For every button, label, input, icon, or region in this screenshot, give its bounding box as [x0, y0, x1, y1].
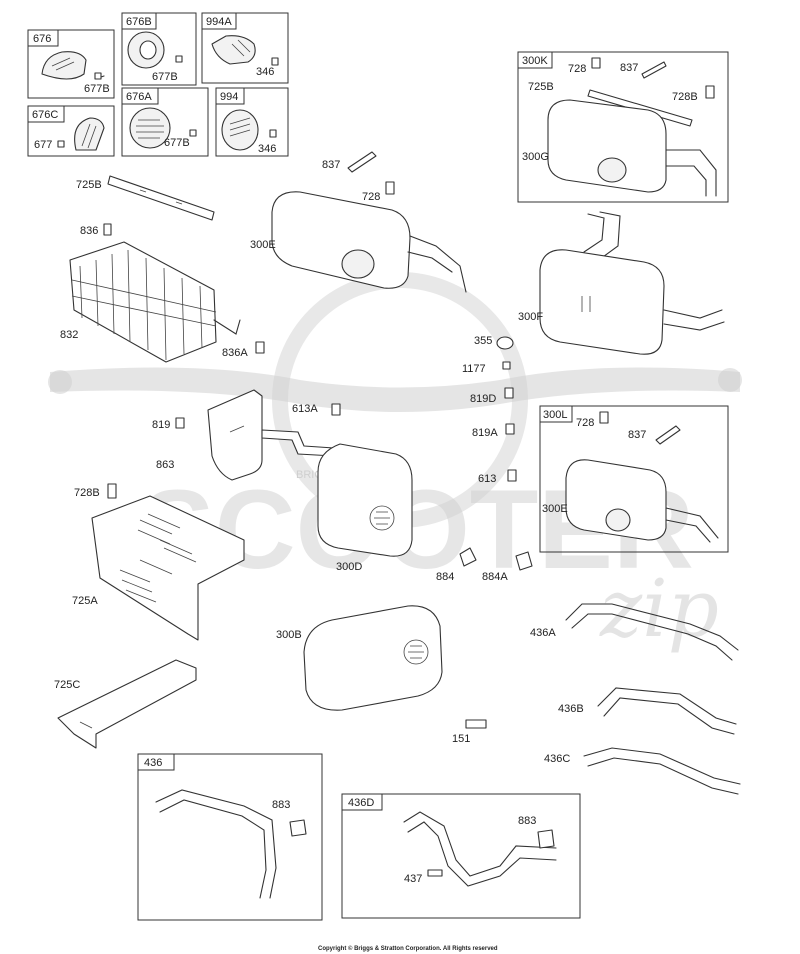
part-725C: 725C	[54, 659, 197, 749]
box-676C: 676C 677	[27, 105, 115, 157]
box-994A: 994A 346	[201, 12, 289, 84]
watermark-script: zip	[599, 562, 719, 655]
label-725B: 725B	[76, 179, 102, 191]
box-label-676A: 676A	[126, 91, 152, 103]
box-676B: 676B 677B	[121, 12, 197, 86]
box-676A: 676A 677B	[121, 87, 209, 157]
box-436: 436 883	[137, 753, 323, 921]
label-300F: 300F	[518, 311, 543, 323]
label-436C: 436C	[544, 753, 570, 765]
hardware-column: 355 1177 819D 819A 613A 613	[292, 335, 517, 485]
box-994: 994 346	[215, 87, 289, 157]
label-437: 437	[404, 873, 422, 885]
label-151: 151	[452, 733, 470, 745]
label-819A: 819A	[472, 427, 498, 439]
label-613A: 613A	[292, 403, 318, 415]
label-728B: 728B	[74, 487, 100, 499]
box-label-300K: 300K	[522, 55, 548, 67]
label-725A: 725A	[72, 595, 98, 607]
label-346-1: 346	[256, 66, 274, 78]
label-728-l: 728	[576, 417, 594, 429]
box-label-994A: 994A	[206, 16, 232, 28]
label-837-a: 837	[322, 159, 340, 171]
copyright-text: Copyright © Briggs & Stratton Corporatio…	[318, 945, 498, 952]
label-300B: 300B	[276, 629, 302, 641]
label-725B-k: 725B	[528, 81, 554, 93]
label-837-l: 837	[628, 429, 646, 441]
part-725B: 725B	[76, 175, 215, 221]
part-436B: 436B	[558, 687, 737, 735]
label-436A: 436A	[530, 627, 556, 639]
label-819D: 819D	[470, 393, 496, 405]
label-884A: 884A	[482, 571, 508, 583]
box-300K: 300K 728 837 725B 728B 300G	[517, 51, 729, 203]
label-300G: 300G	[522, 151, 549, 163]
box-label-300L: 300L	[543, 409, 567, 421]
label-883-a: 883	[272, 799, 290, 811]
label-884: 884	[436, 571, 454, 583]
label-725C: 725C	[54, 679, 80, 691]
label-300E: 300E	[250, 239, 276, 251]
part-300F: 300F	[518, 211, 725, 355]
part-300B: 300B	[276, 605, 443, 711]
label-728-a: 728	[362, 191, 380, 203]
label-346-2: 346	[258, 143, 276, 155]
label-613: 613	[478, 473, 496, 485]
label-677B-2: 677B	[152, 71, 178, 83]
label-677: 677	[34, 139, 52, 151]
box-300L: 300L 728 837 300E	[539, 405, 729, 553]
box-label-436: 436	[144, 757, 162, 769]
label-832: 832	[60, 329, 78, 341]
label-863: 863	[156, 459, 174, 471]
label-300D: 300D	[336, 561, 362, 573]
part-725A: 728B 725A	[72, 483, 245, 641]
part-300D: 300D 884 884A	[317, 443, 533, 583]
label-300E-l: 300E	[542, 503, 568, 515]
part-436C: 436C	[544, 747, 741, 795]
box-label-676B: 676B	[126, 16, 152, 28]
label-883-b: 883	[518, 815, 536, 827]
part-832: 836 832 836A	[60, 223, 265, 363]
label-819: 819	[152, 419, 170, 431]
label-677B-3: 677B	[164, 137, 190, 149]
part-436A: 436A	[530, 603, 739, 661]
box-436D: 436D 883 437	[341, 793, 581, 919]
label-355: 355	[474, 335, 492, 347]
box-label-676C: 676C	[32, 109, 58, 121]
label-837-k: 837	[620, 62, 638, 74]
label-728B-k: 728B	[672, 91, 698, 103]
box-label-994: 994	[220, 91, 238, 103]
label-1177: 1177	[462, 363, 486, 375]
box-label-436D: 436D	[348, 797, 374, 809]
label-836A: 836A	[222, 347, 248, 359]
label-436B: 436B	[558, 703, 584, 715]
box-label-676: 676	[33, 33, 51, 45]
part-863: 819 863	[152, 389, 335, 481]
part-151: 151	[452, 719, 487, 745]
label-728-k: 728	[568, 63, 586, 75]
label-836: 836	[80, 225, 98, 237]
part-300E: 837 728 300E	[250, 151, 467, 293]
box-676: 676 677B	[27, 29, 115, 99]
label-677B-1: 677B	[84, 83, 110, 95]
